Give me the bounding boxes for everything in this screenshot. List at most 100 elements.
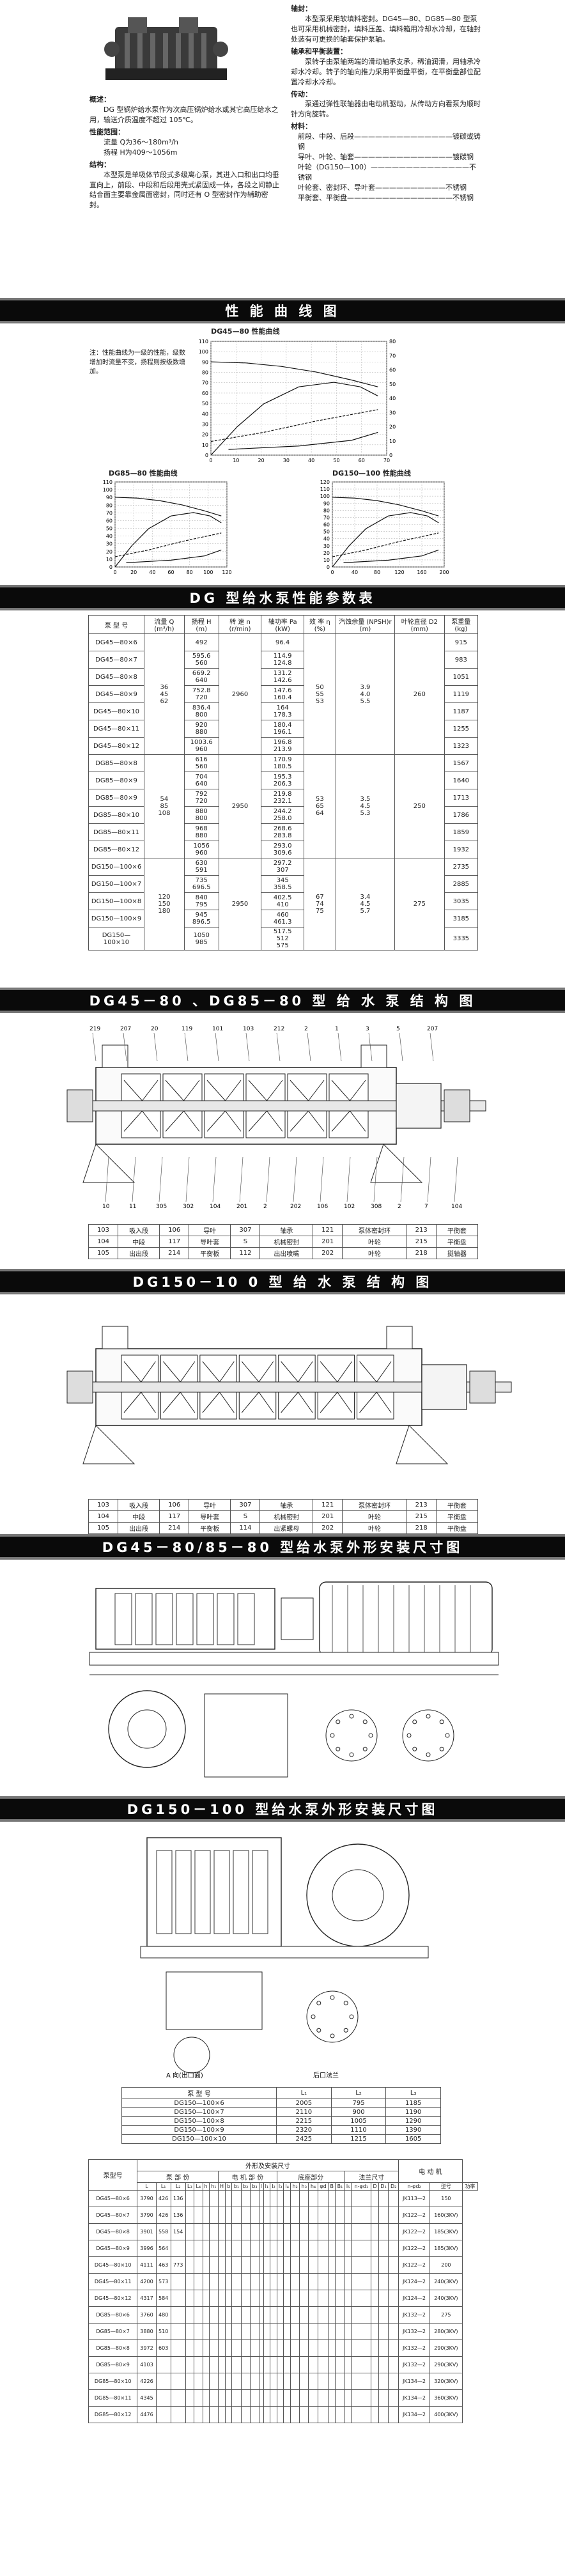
bt-cell xyxy=(308,2356,318,2373)
y2-tick-label: 40 xyxy=(389,396,396,401)
bt-cell xyxy=(263,2256,271,2274)
cell-weight: 983 xyxy=(444,651,479,669)
bt-cell xyxy=(335,2273,345,2290)
l-cell: 1110 xyxy=(330,2125,387,2135)
bt-col-header: h₄ xyxy=(308,2182,318,2191)
bt-cell xyxy=(231,2339,242,2357)
bt-cell xyxy=(225,2323,233,2340)
bt-cell: 3996 xyxy=(137,2240,157,2257)
l-cell: 1290 xyxy=(385,2116,441,2126)
bt-cell xyxy=(328,2273,336,2290)
stage-outline xyxy=(237,1593,255,1645)
bt-cell xyxy=(290,2356,300,2373)
bt-cell: 185(3KV) xyxy=(430,2240,463,2257)
legend-part-name: 轴承 xyxy=(259,1499,314,1511)
bt-cell: JK134—2 xyxy=(398,2373,431,2390)
bt-cell xyxy=(328,2306,336,2324)
leader-line xyxy=(337,1032,342,1062)
part-number: 106 xyxy=(317,1204,328,1210)
bt-cell xyxy=(202,2356,210,2373)
legend-part-name: 导叶套 xyxy=(189,1510,231,1523)
bt-cell xyxy=(283,2290,291,2307)
bt-cell: 573 xyxy=(155,2273,171,2290)
legend-part-no: 213 xyxy=(406,1224,437,1236)
bt-cell xyxy=(249,2373,260,2390)
bt-cell: 4226 xyxy=(137,2373,157,2390)
head-range: 扬程 H为409～1056m xyxy=(104,148,178,157)
support-foot xyxy=(82,1425,135,1464)
cell-dia: 260 xyxy=(394,633,445,755)
bt-cell xyxy=(328,2389,336,2407)
curve-h-q xyxy=(210,361,378,387)
bt-cell: DG45—80×12 xyxy=(88,2290,138,2307)
bt-cell xyxy=(202,2240,210,2257)
bt-cell xyxy=(351,2273,372,2290)
bt-cell xyxy=(378,2306,389,2324)
bt-cell: DG85—80×6 xyxy=(88,2306,138,2324)
bt-col-header: B₁ xyxy=(335,2182,345,2191)
bt-cell xyxy=(240,2306,251,2324)
bt-cell xyxy=(344,2323,352,2340)
balance-chamber xyxy=(421,1364,467,1410)
y2-tick-label: 30 xyxy=(389,410,396,415)
bt-col-header: b₃ xyxy=(249,2182,260,2191)
bt-cell xyxy=(276,2273,284,2290)
bt-cell xyxy=(351,2306,372,2324)
legend-part-no: 106 xyxy=(159,1224,190,1236)
x-tick-label: 160 xyxy=(417,570,426,575)
bt-cell xyxy=(170,2356,186,2373)
outlet-nozzle xyxy=(386,1326,413,1349)
bt-cell: JK134—2 xyxy=(398,2389,431,2407)
bt-cell xyxy=(249,2356,260,2373)
cell-model: DG85—80×10 xyxy=(88,806,144,824)
l-header: L₂ xyxy=(330,2087,387,2099)
bt-cell xyxy=(208,2207,219,2224)
part-number: 102 xyxy=(344,1204,355,1210)
bt-cell xyxy=(276,2207,284,2224)
material-item: 平衡套、平衡盘———————————————不锈钢 xyxy=(298,193,474,202)
bt-cell: DG45—80×10 xyxy=(88,2256,138,2274)
bt-cell xyxy=(299,2373,309,2390)
baseplate xyxy=(140,1946,429,1959)
bt-cell: 290(3KV) xyxy=(430,2356,463,2373)
y-tick-label: 60 xyxy=(202,391,208,396)
bt-cell xyxy=(217,2190,226,2207)
bt-cell xyxy=(240,2373,251,2390)
bt-cell xyxy=(344,2207,352,2224)
bt-cell: 510 xyxy=(155,2323,171,2340)
legend-part-name: 挺轴器 xyxy=(435,1247,479,1259)
x-tick-label: 20 xyxy=(258,458,264,463)
bt-cell xyxy=(202,2306,210,2324)
bt-cell xyxy=(231,2240,242,2257)
bolt-hole xyxy=(439,1746,444,1751)
y-tick-label: 70 xyxy=(202,380,208,386)
l-cell: 1215 xyxy=(330,2134,387,2144)
th-npsh: 汽蚀余量 (NPSH)r (m) xyxy=(335,615,396,634)
bt-cell xyxy=(263,2356,271,2373)
bt-motor: 电 机 部 份 xyxy=(217,2171,277,2183)
y-tick-label: 20 xyxy=(323,550,330,556)
bt-col-header: l₁ xyxy=(263,2182,271,2191)
bt-cell xyxy=(263,2406,271,2423)
bt-cell xyxy=(317,2256,329,2274)
cell-model: DG150—100×7 xyxy=(88,875,144,893)
bt-cell xyxy=(240,2290,251,2307)
bt-cell xyxy=(249,2240,260,2257)
bt-cell xyxy=(378,2323,389,2340)
bt-cell xyxy=(217,2223,226,2240)
bt-cell: 603 xyxy=(155,2339,171,2357)
part-number: 302 xyxy=(183,1204,194,1210)
bt-cell xyxy=(344,2339,352,2357)
bt-cell xyxy=(308,2373,318,2390)
cell-model: DG85—80×9 xyxy=(88,789,144,807)
l-cell: 2110 xyxy=(276,2107,332,2117)
bt-col-header: l₄ xyxy=(283,2182,291,2191)
bolt-hole xyxy=(426,1714,431,1719)
bt-cell xyxy=(249,2389,260,2407)
bt-cell xyxy=(208,2339,219,2357)
